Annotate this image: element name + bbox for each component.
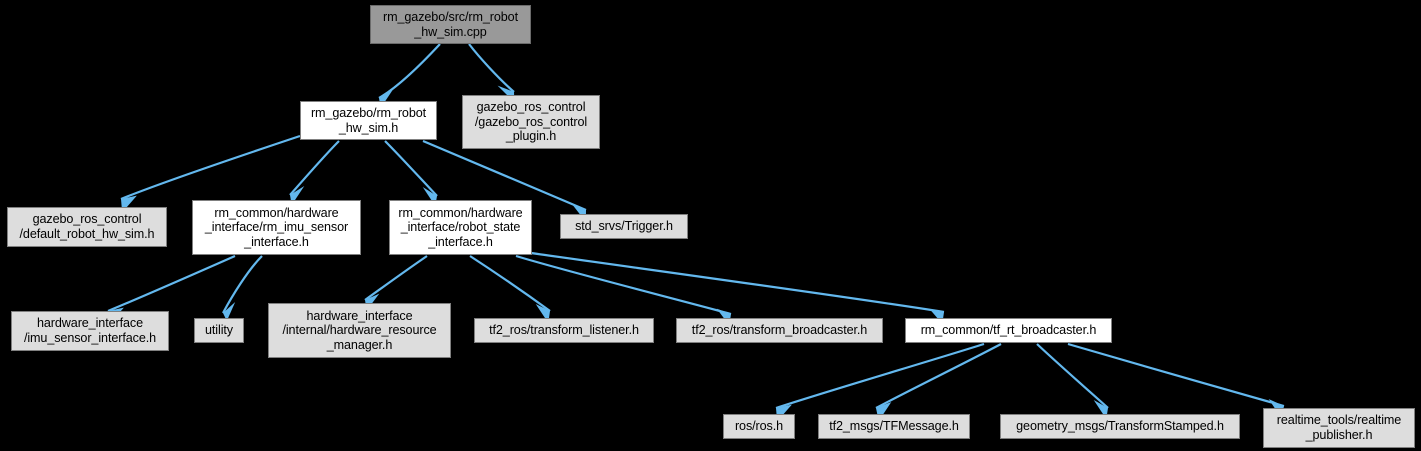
- graph-node-transform_broadcaster_h: tf2_ros/transform_broadcaster.h: [676, 318, 883, 343]
- graph-node-imu_sensor_interface_h: hardware_interface /imu_sensor_interface…: [11, 311, 169, 351]
- graph-node-label: rm_common/hardware _interface/robot_stat…: [398, 205, 523, 249]
- graph-node-gazebo_ros_control_plugin_h: gazebo_ros_control /gazebo_ros_control _…: [462, 95, 600, 149]
- edge-rm_robot_hw_sim_cpp-to-gazebo_ros_control_plugin_h: [468, 43, 515, 93]
- edge-rm_robot_hw_sim_cpp-to-rm_robot_hw_sim_h: [378, 43, 441, 99]
- edge-rm_imu_sensor_interface_h-to-imu_sensor_interface_h: [107, 254, 236, 313]
- graph-node-label: gazebo_ros_control /gazebo_ros_control _…: [474, 100, 588, 144]
- graph-node-rm_robot_hw_sim_cpp[interactable]: rm_gazebo/src/rm_robot _hw_sim.cpp: [370, 5, 531, 44]
- graph-node-transform_listener_h: tf2_ros/transform_listener.h: [474, 318, 654, 343]
- graph-node-rm_imu_sensor_interface_h[interactable]: rm_common/hardware _interface/rm_imu_sen…: [192, 200, 361, 255]
- edge-rm_robot_hw_sim_h-to-default_robot_hw_sim_h: [120, 134, 301, 201]
- graph-node-realtime_publisher_h: realtime_tools/realtime _publisher.h: [1263, 408, 1415, 448]
- graph-node-transform_stamped_h: geometry_msgs/TransformStamped.h: [1000, 414, 1240, 439]
- graph-node-label: ros/ros.h: [734, 419, 784, 434]
- graph-node-rm_robot_hw_sim_h[interactable]: rm_gazebo/rm_robot _hw_sim.h: [300, 101, 437, 140]
- graph-node-label: tf2_ros/transform_broadcaster.h: [691, 323, 868, 338]
- edge-robot_state_interface_h-to-hardware_resource_manager_h: [364, 255, 428, 301]
- graph-node-label: hardware_interface /imu_sensor_interface…: [23, 316, 157, 345]
- edge-robot_state_interface_h-to-tf_rt_broadcaster_h: [523, 250, 945, 314]
- graph-node-ros_ros_h: ros/ros.h: [723, 414, 795, 439]
- edge-rm_robot_hw_sim_h-to-rm_imu_sensor_interface_h: [289, 140, 340, 196]
- graph-node-label: rm_common/hardware _interface/rm_imu_sen…: [204, 205, 349, 249]
- graph-node-label: gazebo_ros_control /default_robot_hw_sim…: [19, 212, 155, 241]
- graph-node-label: tf2_ros/transform_listener.h: [489, 323, 639, 338]
- graph-node-tf_rt_broadcaster_h[interactable]: rm_common/tf_rt_broadcaster.h: [905, 318, 1112, 343]
- edge-rm_imu_sensor_interface_h-to-utility: [222, 255, 263, 314]
- edge-rm_robot_hw_sim_h-to-robot_state_interface_h: [384, 140, 438, 197]
- graph-node-label: rm_common/tf_rt_broadcaster.h: [920, 323, 1097, 338]
- graph-node-label: rm_gazebo/rm_robot _hw_sim.h: [310, 105, 427, 135]
- graph-node-label: tf2_msgs/TFMessage.h: [829, 419, 959, 434]
- graph-node-label: geometry_msgs/TransformStamped.h: [1016, 419, 1224, 434]
- graph-node-hardware_resource_manager_h: hardware_interface /internal/hardware_re…: [268, 303, 451, 358]
- edge-tf_rt_broadcaster_h-to-ros_ros_h: [775, 342, 985, 410]
- graph-node-label: hardware_interface /internal/hardware_re…: [282, 308, 437, 352]
- arrowhead-rm_imu_sensor_interface_h-to-utility: [223, 302, 236, 321]
- edge-robot_state_interface_h-to-transform_broadcaster_h: [515, 254, 732, 316]
- edge-rm_robot_hw_sim_h-to-std_srvs_trigger_h: [422, 139, 587, 212]
- graph-node-default_robot_hw_sim_h: gazebo_ros_control /default_robot_hw_sim…: [7, 207, 167, 247]
- graph-node-label: utility: [205, 323, 233, 338]
- graph-node-std_srvs_trigger_h: std_srvs/Trigger.h: [560, 214, 688, 239]
- edge-tf_rt_broadcaster_h-to-realtime_publisher_h: [1067, 342, 1285, 408]
- edge-robot_state_interface_h-to-transform_listener_h: [469, 255, 551, 312]
- graph-node-robot_state_interface_h[interactable]: rm_common/hardware _interface/robot_stat…: [389, 200, 532, 255]
- graph-node-tf2_msgs_tfmessage_h: tf2_msgs/TFMessage.h: [818, 414, 970, 439]
- graph-node-utility: utility: [194, 318, 244, 343]
- edge-tf_rt_broadcaster_h-to-transform_stamped_h: [1036, 343, 1109, 409]
- graph-node-label: std_srvs/Trigger.h: [575, 219, 673, 234]
- edge-tf_rt_broadcaster_h-to-tf2_msgs_tfmessage_h: [875, 343, 1002, 409]
- graph-node-label: realtime_tools/realtime _publisher.h: [1276, 413, 1402, 442]
- graph-node-label: rm_gazebo/src/rm_robot _hw_sim.cpp: [383, 9, 518, 39]
- arrowhead-rm_robot_hw_sim_cpp-to-gazebo_ros_control_plugin_h: [497, 85, 515, 103]
